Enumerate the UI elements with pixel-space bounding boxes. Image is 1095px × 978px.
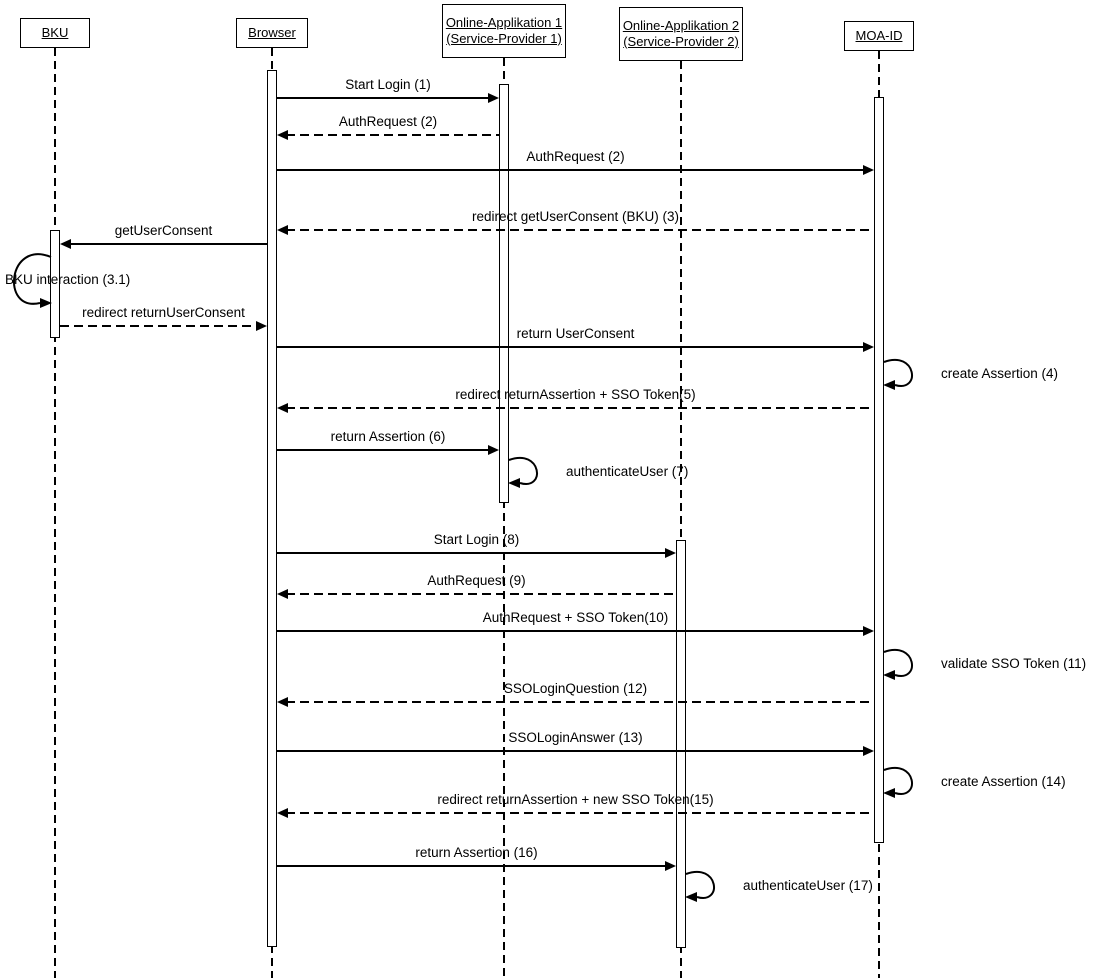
arrowhead (863, 342, 874, 352)
arrowhead (256, 321, 267, 331)
message-label: AuthRequest + SSO Token(10) (482, 610, 669, 625)
arrowhead (665, 861, 676, 871)
arrowhead (488, 93, 499, 103)
message-line (69, 243, 267, 245)
message-label: SSOLoginQuestion (12) (503, 681, 648, 696)
message-label: SSOLoginAnswer (13) (508, 730, 643, 745)
message-label: Start Login (1) (345, 77, 431, 92)
arrowhead (277, 403, 288, 413)
arrowhead (488, 445, 499, 455)
message-line (277, 865, 667, 867)
actor-label-oa2: (Service-Provider 2) (623, 34, 739, 49)
message-line (277, 97, 490, 99)
activation-bku (50, 230, 60, 338)
message-label: create Assertion (14) (941, 774, 1066, 789)
message-label: redirect getUserConsent (BKU) (3) (471, 209, 680, 224)
message-label: return UserConsent (516, 326, 635, 341)
actor-box-bku: BKU (20, 18, 90, 48)
message-line (286, 407, 874, 409)
actor-box-oa1: Online-Applikation 1(Service-Provider 1) (442, 4, 566, 58)
actor-label-oa1: (Service-Provider 1) (446, 31, 562, 46)
message-line (277, 630, 865, 632)
arrowhead (863, 746, 874, 756)
lifeline-oa2 (680, 61, 682, 978)
self-loop-arrow (883, 359, 913, 390)
arrowhead (863, 165, 874, 175)
message-line (286, 593, 676, 595)
message-line (277, 346, 865, 348)
self-loop-arrow (883, 767, 913, 798)
actor-box-moaid: MOA-ID (844, 21, 914, 51)
message-label: validate SSO Token (11) (941, 656, 1087, 671)
arrowhead (277, 697, 288, 707)
message-label: authenticateUser (7) (566, 464, 689, 479)
actor-label-bku: BKU (41, 25, 69, 40)
message-line (277, 552, 667, 554)
lifeline-bku (54, 48, 56, 978)
arrowhead (60, 239, 71, 249)
message-line (286, 134, 499, 136)
message-label: return Assertion (6) (330, 429, 446, 444)
message-line (277, 169, 865, 171)
message-label: authenticateUser (17) (743, 878, 873, 893)
arrowhead (277, 225, 288, 235)
message-line (60, 325, 258, 327)
actor-label-moaid: MOA-ID (855, 28, 903, 43)
message-label: getUserConsent (114, 223, 213, 238)
message-label: redirect returnAssertion + new SSO Token… (437, 792, 714, 807)
activation-browser (267, 70, 277, 947)
lifeline-oa1 (503, 58, 505, 978)
message-label: AuthRequest (2) (338, 114, 438, 129)
message-label: AuthRequest (2) (526, 149, 625, 164)
arrowhead (277, 808, 288, 818)
activation-moaid (874, 97, 884, 843)
message-line (286, 701, 874, 703)
message-line (286, 229, 874, 231)
message-label: redirect returnUserConsent (82, 305, 245, 320)
message-label: AuthRequest (9) (427, 573, 526, 588)
actor-label-browser: Browser (248, 25, 296, 40)
self-loop-arrow (13, 253, 52, 308)
self-loop-arrow (883, 649, 913, 680)
self-loop-arrow (685, 871, 715, 902)
arrowhead (277, 130, 288, 140)
actor-box-oa2: Online-Applikation 2(Service-Provider 2) (619, 7, 743, 61)
message-label: create Assertion (4) (941, 366, 1059, 381)
actor-label-oa1: Online-Applikation 1 (445, 15, 563, 30)
self-loop-arrow (508, 457, 538, 488)
actor-label-oa2: Online-Applikation 2 (622, 18, 740, 33)
message-line (286, 812, 874, 814)
message-line (277, 750, 865, 752)
message-label: BKU interaction (3.1) (5, 272, 131, 287)
message-label: return Assertion (16) (415, 845, 538, 860)
arrowhead (665, 548, 676, 558)
arrowhead (863, 626, 874, 636)
activation-oa2 (676, 540, 686, 948)
message-label: redirect returnAssertion + SSO Token(5) (455, 387, 696, 402)
activation-oa1 (499, 84, 509, 503)
message-label: Start Login (8) (433, 532, 520, 547)
arrowhead (277, 589, 288, 599)
message-line (277, 449, 490, 451)
actor-box-browser: Browser (236, 18, 308, 48)
